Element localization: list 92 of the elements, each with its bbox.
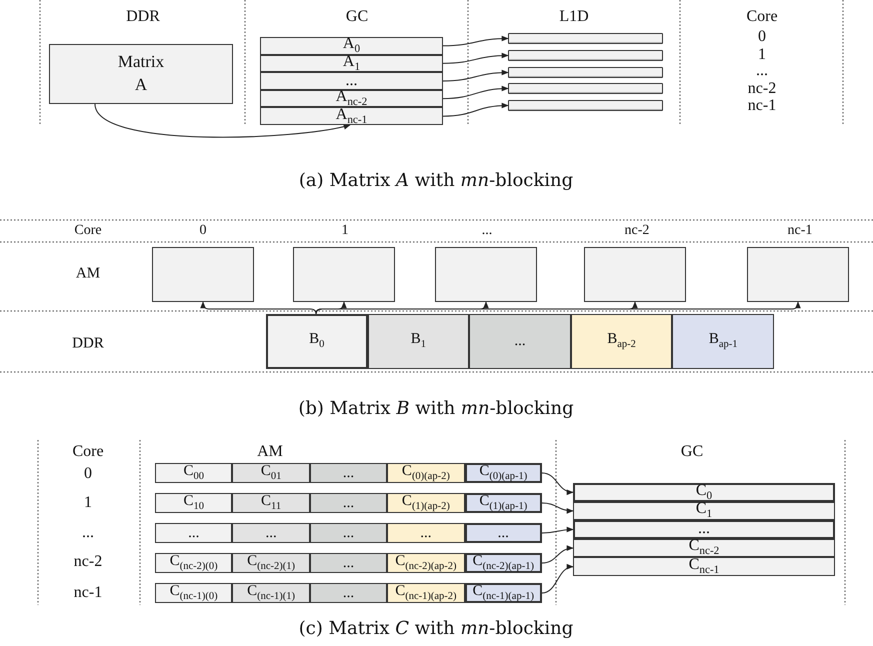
block-row: ... [260,72,443,90]
block-cell: ... [310,463,388,483]
arrow [542,502,574,514]
core-number: ... [482,224,492,238]
block-row: C$_{nc-1}$ [573,557,835,576]
block-cell: C$_{(nc-1)(0)}$ [155,583,232,603]
arrow [542,564,574,594]
block-cell: ... [464,523,542,543]
column-header: GC [346,9,368,25]
core-number: nc-2 [74,554,102,570]
memory-box [152,247,254,302]
row-header: Core [74,224,102,238]
block-row: A$_{0}$ [260,37,443,55]
block-cell: C$_{(nc-1)(ap-2)}$ [387,583,465,603]
core-number: ... [756,63,768,79]
block-cell: ... [310,553,388,573]
arrow [542,472,574,494]
core-number: nc-1 [788,224,812,238]
block-cell: C$_{10}$ [155,493,232,513]
core-number: ... [82,525,94,541]
core-number: 0 [758,29,766,45]
arrow [316,301,801,314]
block-cell: C$_{00}$ [155,463,232,483]
block-cell: B$_{1}$ [368,314,470,369]
block-cell: ... [469,314,571,369]
block-row: A$_{1}$ [260,54,443,72]
block-cell: ... [310,583,388,603]
arrow [442,102,509,117]
block-cell: C$_{(nc-2)(0)}$ [155,553,232,573]
block-row: C$_{0}$ [573,483,835,502]
core-number: nc-1 [748,98,776,114]
column-header: Core [746,9,778,25]
block-cell: B$_{ap-2}$ [570,314,672,369]
core-number: nc-1 [74,585,102,601]
buffer-bar [508,83,663,94]
block-cell: C$_{(nc-1)(1)}$ [232,583,310,603]
block-cell: ... [232,523,310,543]
row-label: DDR [72,336,104,352]
matrix-block: Matrix A [49,44,233,104]
block-cell: C$_{(1)(ap-1)}$ [464,493,542,513]
block-cell: C$_{(nc-2)(ap-2)}$ [387,553,465,573]
core-number: 1 [342,224,348,238]
block-cell: C$_{(nc-2)(1)}$ [232,553,310,573]
column-header: DDR [126,9,160,25]
block-cell: C$_{(nc-2)(ap-1)}$ [464,553,542,573]
arrow [442,70,509,82]
core-number: 1 [84,495,92,511]
row-label: AM [76,266,100,282]
block-cell: C$_{01}$ [232,463,310,483]
column-header: Core [72,444,104,460]
block-row: A$_{nc-2}$ [260,90,443,108]
block-cell: ... [310,523,388,543]
core-number: nc-2 [748,81,776,97]
figure-caption: (b) Matrix B with mn-blocking [298,400,574,418]
buffer-bar [508,100,663,111]
memory-box [435,247,537,302]
memory-box [584,247,686,302]
block-cell: ... [387,523,465,543]
arrow [200,301,316,314]
figure-caption: (c) Matrix C with mn-blocking [298,620,574,638]
buffer-bar [508,67,663,78]
column-header: L1D [559,9,589,25]
block-row: C$_{1}$ [573,502,835,520]
arrow [442,86,509,100]
block-cell: C$_{(0)(ap-2)}$ [387,463,465,483]
block-cell: C$_{11}$ [232,493,310,513]
core-number: 0 [200,224,206,238]
core-number: 1 [758,47,766,63]
block-row: C$_{nc-2}$ [573,538,835,558]
arrow [442,52,509,64]
buffer-bar [508,33,663,44]
block-row: A$_{nc-1}$ [260,107,443,125]
core-number: nc-2 [624,224,650,238]
block-row: ... [573,520,835,539]
buffer-bar [508,50,663,61]
memory-box [293,247,395,302]
block-cell: ... [310,493,388,513]
core-number: 0 [84,466,92,482]
block-cell: B$_{ap-1}$ [672,314,774,369]
arrow [94,104,351,138]
column-header: GC [680,444,704,460]
block-cell: C$_{(nc-1)(ap-1)}$ [464,583,542,603]
figure-caption: (a) Matrix A with mn-blocking [298,172,574,190]
column-header: AM [257,444,283,460]
block-cell: B$_{0}$ [266,314,368,369]
memory-box [747,247,849,302]
arrow [442,36,509,46]
arrow [542,526,574,534]
arrow [542,546,574,564]
block-cell: C$_{(0)(ap-1)}$ [464,463,542,483]
block-cell: ... [155,523,232,543]
block-cell: C$_{(1)(ap-2)}$ [387,493,465,513]
